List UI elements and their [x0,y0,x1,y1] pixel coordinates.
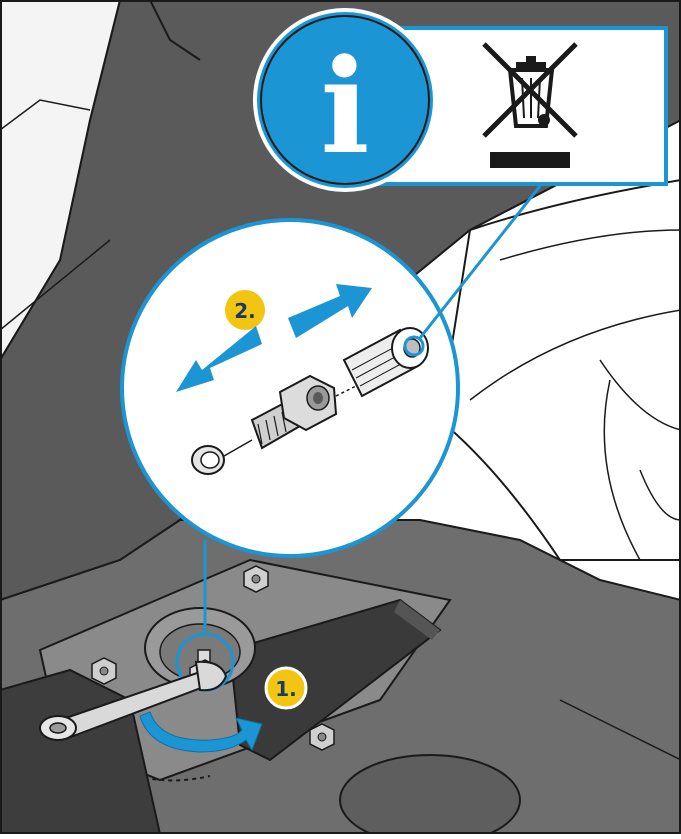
info-icon-glyph: i [320,30,369,183]
step-2-badge: 2. [225,290,265,330]
step-1-badge: 1. [266,668,306,708]
info-icon: i [255,10,435,190]
step-2-label: 2. [234,299,256,323]
bolt-left [92,658,116,684]
step-1-label: 1. [275,677,297,701]
zoom-detail-circle: 2. [122,220,458,556]
washer-part [192,446,224,474]
bolt-bottom [310,724,334,750]
bolt-top [244,566,268,592]
